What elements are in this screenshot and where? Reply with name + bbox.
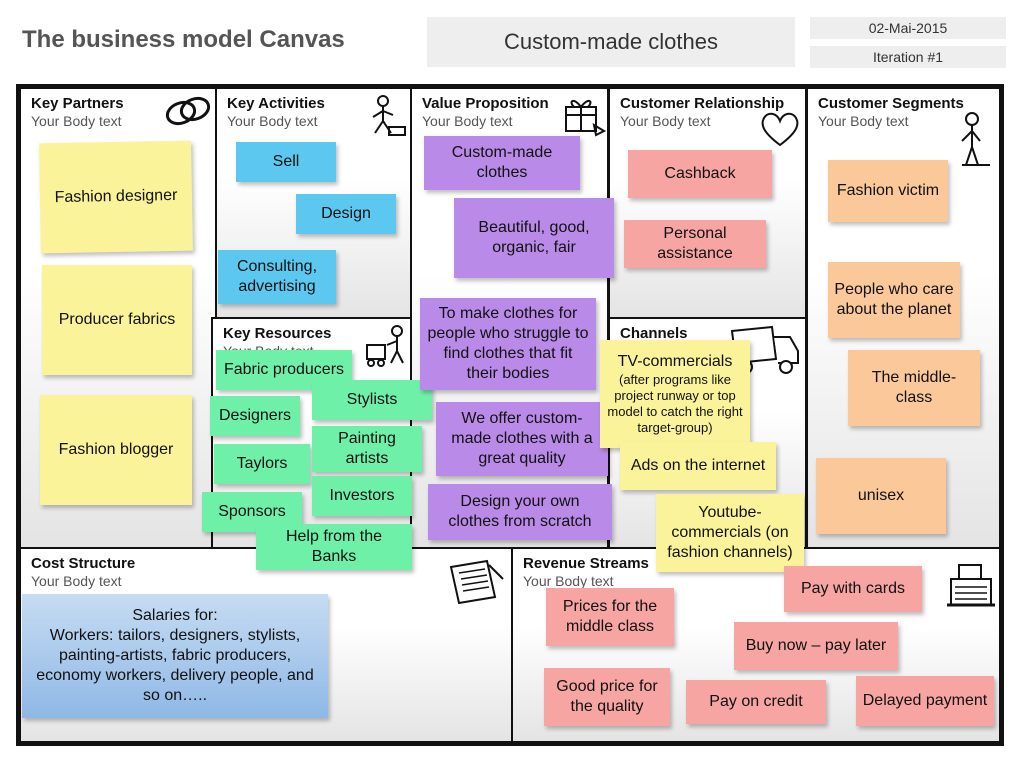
channels-note-detail: (after programs like project runway or t… [607,371,743,436]
cost-structure-note: Salaries for: Workers: tailors, designer… [22,594,328,718]
chain-links-icon [165,96,211,126]
value-proposition-title: Value Proposition [422,95,549,112]
key-activities-note: Design [296,194,396,234]
customer-segments-placeholder: Your Body text [818,113,909,129]
customer-segments-note: unisex [816,458,946,534]
channels-note: Ads on the internet [620,442,776,490]
key-resources-note: Investors [312,476,412,516]
project-name: Custom-made clothes [427,17,795,67]
person-icon [961,112,990,166]
customer-relationship-section: Customer Relationship Your Body text [608,87,807,319]
receipt-icon [449,559,504,605]
heart-icon [761,112,799,147]
channels-note-title: TV-commercials [617,352,733,370]
value-proposition-note: Beautiful, good, organic, fair [454,198,614,278]
key-resources-note: Designers [210,396,300,436]
key-partners-note: Producer fabrics [42,265,192,375]
revenue-streams-placeholder: Your Body text [523,573,614,589]
key-partners-title: Key Partners [31,95,124,112]
channels-note: Youtube-commercials (on fashion channels… [656,494,804,572]
revenue-streams-note: Prices for the middle class [546,588,674,646]
worker-icon [372,95,406,136]
customer-segments-note: Fashion victim [828,160,948,222]
customer-relationship-title: Customer Relationship [620,95,785,112]
key-partners-placeholder: Your Body text [31,113,122,129]
revenue-streams-note: Pay on credit [686,680,826,724]
date-field: 02-Mai-2015 [810,17,1006,39]
key-activities-placeholder: Your Body text [227,113,318,129]
key-partners-note: Fashion designer [39,140,193,254]
cost-structure-heading: Salaries for: [132,607,218,624]
key-resources-note: Painting artists [312,426,422,472]
customer-relationship-placeholder: Your Body text [620,113,711,129]
customer-segments-note: People who care about the planet [828,262,960,338]
revenue-streams-note: Pay with cards [784,566,922,612]
key-resources-title: Key Resources [223,325,332,342]
revenue-streams-note: Buy now – pay later [734,622,898,670]
customer-segments-title: Customer Segments [818,95,964,112]
value-proposition-placeholder: Your Body text [422,113,513,129]
key-activities-title: Key Activities [227,95,325,112]
channels-note: TV-commercials (after programs like proj… [600,340,750,448]
forklift-icon [366,325,404,367]
gift-icon [565,100,606,137]
customer-segments-note: The middle-class [848,350,980,426]
key-resources-note: Sponsors [202,492,302,532]
customer-relationship-note: Cashback [628,150,772,198]
page-title: The business model Canvas [22,26,345,53]
cash-register-icon [947,564,995,607]
key-activities-note: Consulting, advertising [218,250,336,304]
iteration-field: Iteration #1 [810,46,1006,68]
value-proposition-note: We offer custom-made clothes with a grea… [436,402,608,476]
value-proposition-note: Design your own clothes from scratch [428,484,612,540]
revenue-streams-note: Good price for the quality [544,668,670,726]
key-resources-note: Help from the Banks [256,524,412,570]
cost-structure-title: Cost Structure [31,555,136,572]
key-partners-note: Fashion blogger [40,395,192,505]
revenue-streams-title: Revenue Streams [523,555,649,572]
customer-relationship-note: Personal assistance [624,220,766,268]
revenue-streams-note: Delayed payment [856,676,994,726]
key-activities-note: Sell [236,142,336,182]
channels-title: Channels [620,325,688,342]
value-proposition-note: To make clothes for people who struggle … [420,298,596,390]
value-proposition-note: Custom-made clothes [424,136,580,190]
cost-structure-detail: Workers: tailors, designers, stylists, p… [36,627,314,704]
key-resources-note: Stylists [312,380,432,420]
key-resources-note: Taylors [214,444,310,484]
cost-structure-placeholder: Your Body text [31,573,122,589]
